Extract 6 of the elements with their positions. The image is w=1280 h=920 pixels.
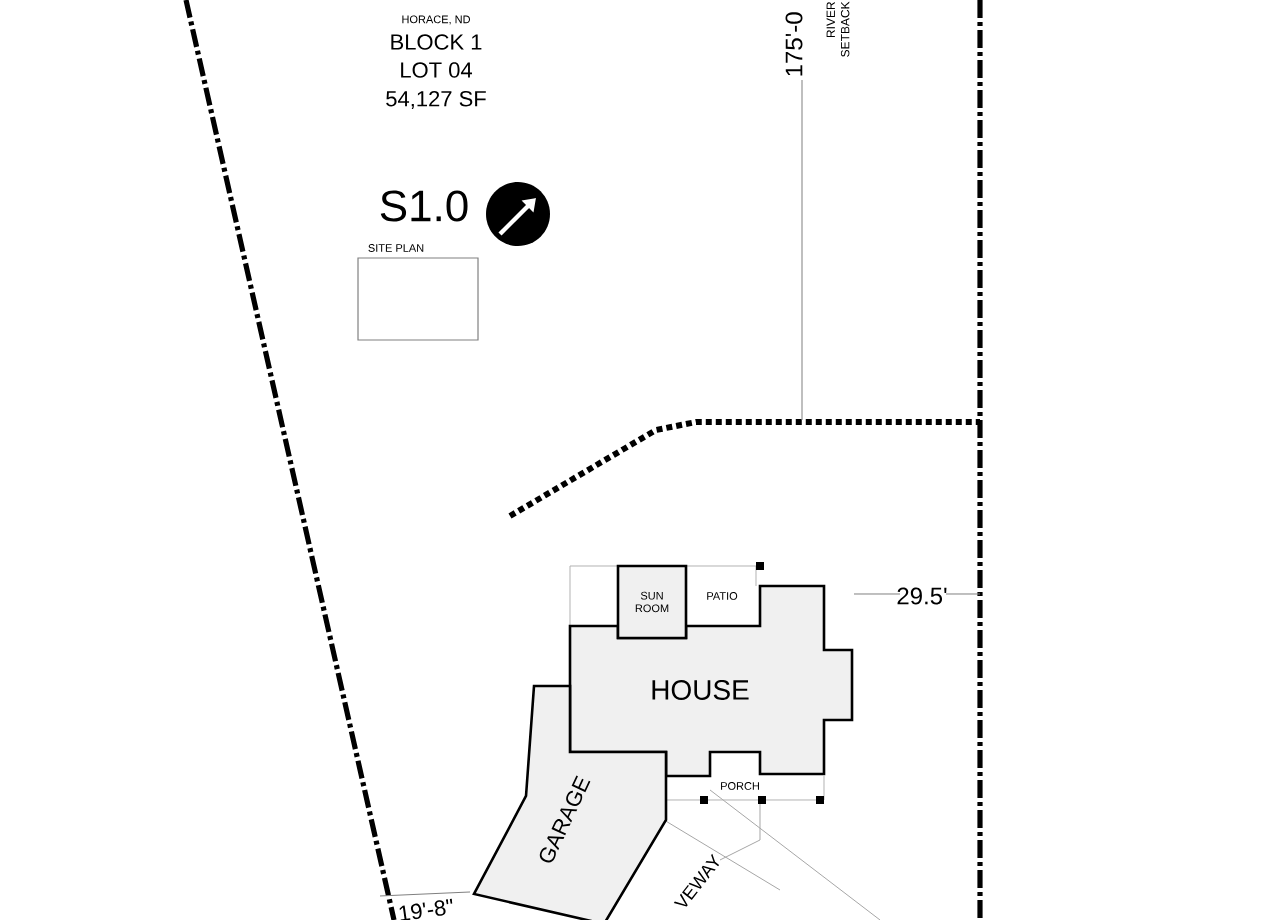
area-label: 54,127 SF [386,90,486,110]
dimension-label: 175'-0 [785,12,803,76]
lot-label: LOT 04 [401,62,472,78]
sheet-number: S1.0 [380,190,468,222]
dimension-label: 29.5' [897,587,947,605]
block-label: BLOCK 1 [391,34,482,50]
